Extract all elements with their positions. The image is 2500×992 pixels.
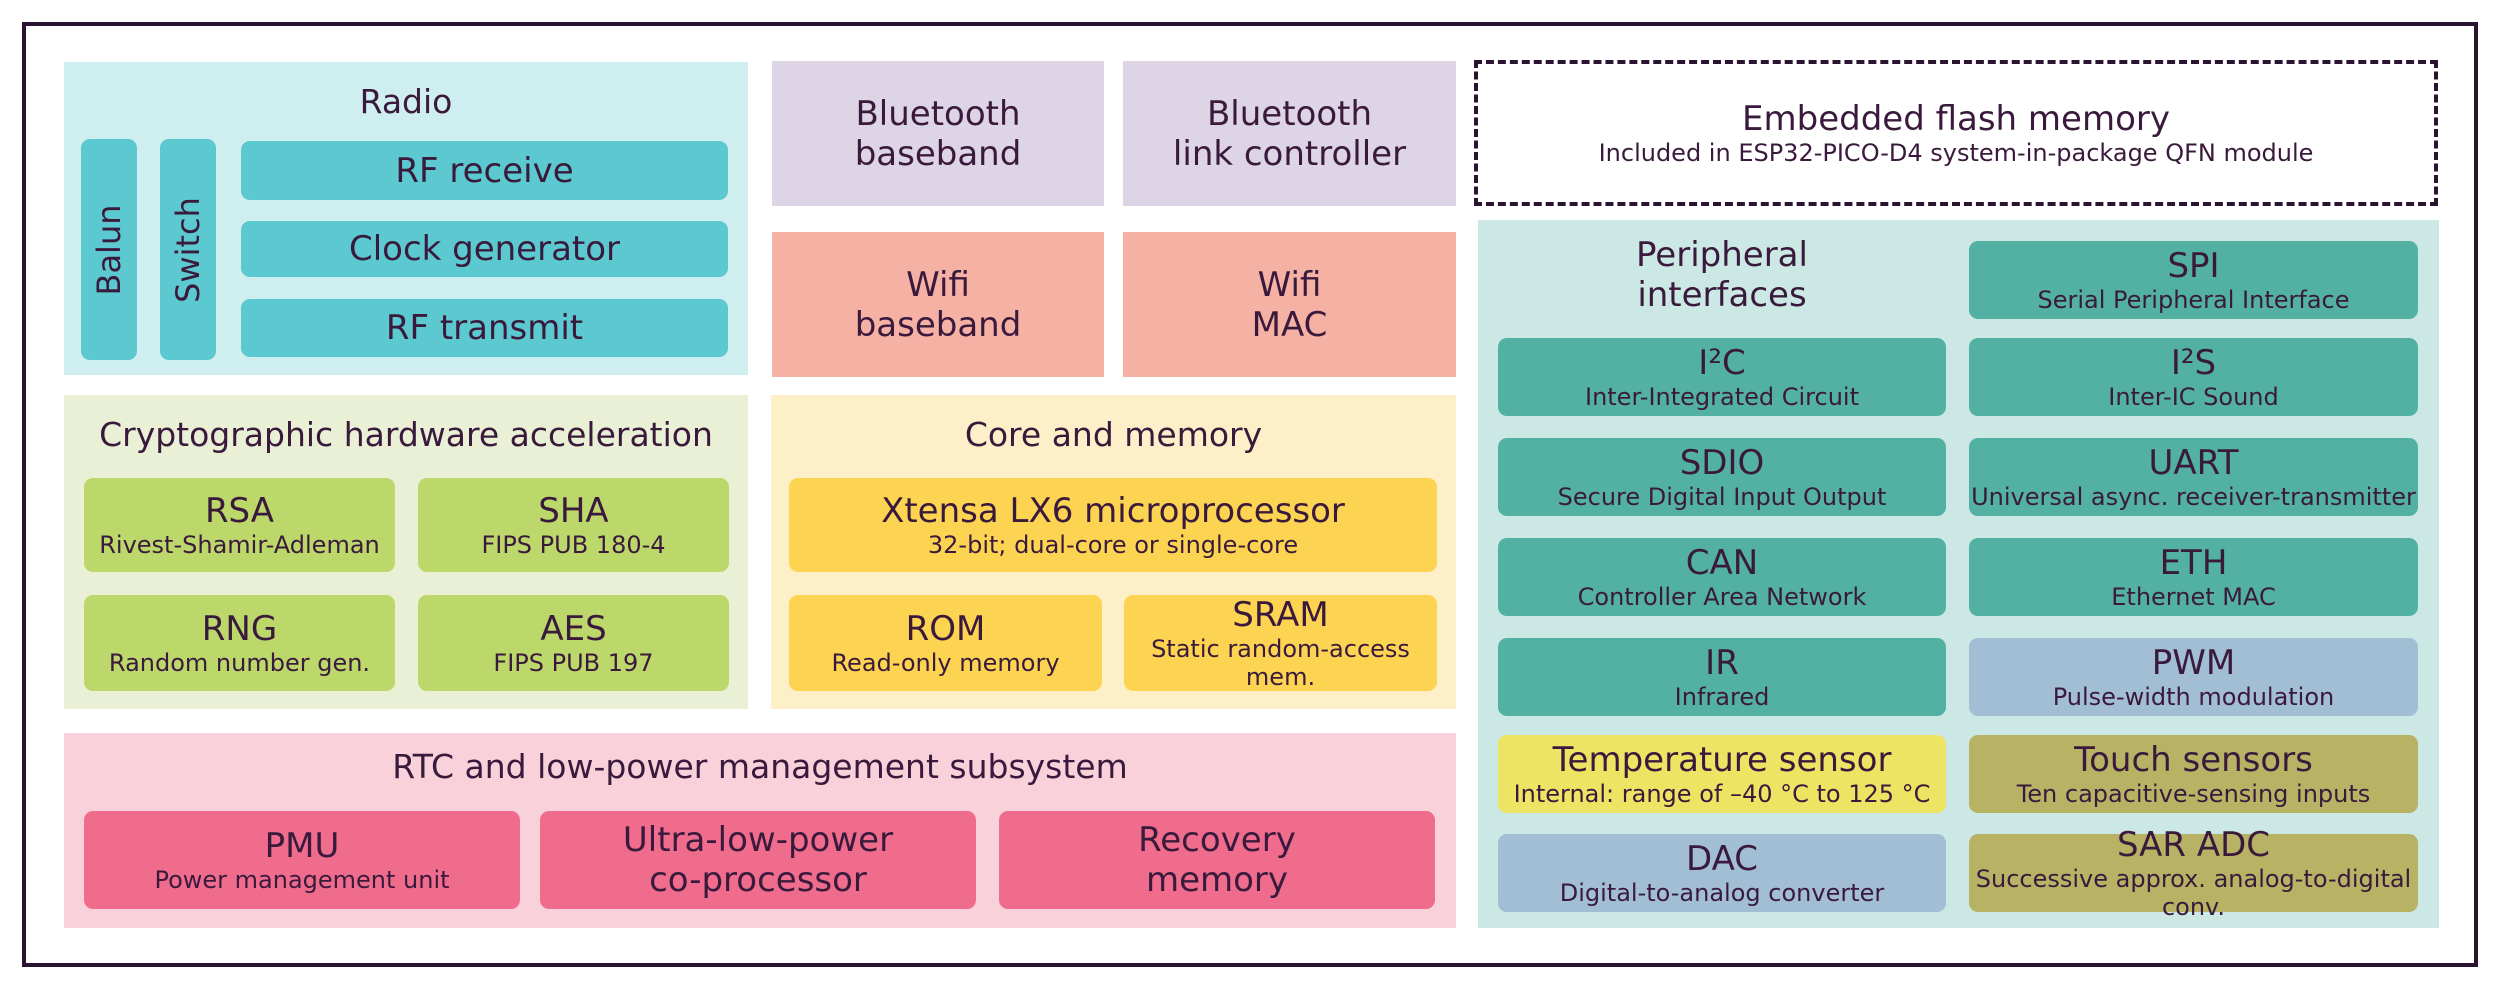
rom-block: ROM Read-only memory — [789, 595, 1102, 691]
can-block: CAN Controller Area Network — [1498, 538, 1946, 616]
spi-block: SPI Serial Peripheral Interface — [1969, 241, 2418, 319]
rf-transmit-block: RF transmit — [241, 299, 728, 357]
bluetooth-link-controller-block: Bluetooth link controller — [1123, 61, 1456, 206]
rng-block: RNG Random number gen. — [84, 595, 395, 691]
bluetooth-baseband-block: Bluetooth baseband — [772, 61, 1104, 206]
peripherals-title: Peripheral interfaces — [1636, 235, 1808, 315]
radio-panel: Radio Balun Switch RF receive Clock gene… — [64, 62, 748, 375]
sar-adc-block: SAR ADC Successive approx. analog-to-dig… — [1969, 825, 2418, 921]
core-panel: Core and memory Xtensa LX6 microprocesso… — [771, 395, 1456, 709]
rsa-block: RSA Rivest-Shamir-Adleman — [84, 478, 395, 572]
diagram-frame — [22, 22, 2478, 967]
temperature-sensor-block: Temperature sensor Internal: range of –4… — [1498, 735, 1946, 813]
rf-receive-block: RF receive — [241, 141, 728, 200]
eth-block: ETH Ethernet MAC — [1969, 538, 2418, 616]
ulp-coprocessor-block: Ultra-low-power co-processor — [540, 811, 976, 909]
sha-block: SHA FIPS PUB 180-4 — [418, 478, 729, 572]
uart-block: UART Universal async. receiver-transmitt… — [1969, 438, 2418, 516]
wifi-mac-block: Wifi MAC — [1123, 232, 1456, 377]
pwm-block: PWM Pulse-width modulation — [1969, 638, 2418, 716]
radio-title: Radio — [359, 82, 453, 121]
xtensa-cpu-block: Xtensa LX6 microprocessor 32-bit; dual-c… — [789, 478, 1437, 572]
balun-block: Balun — [81, 139, 137, 360]
touch-sensors-block: Touch sensors Ten capacitive-sensing inp… — [1969, 735, 2418, 813]
crypto-panel: Cryptographic hardware acceleration RSA … — [64, 395, 748, 709]
peripherals-panel: Peripheral interfaces SPI Serial Periphe… — [1478, 220, 2439, 928]
ir-block: IR Infrared — [1498, 638, 1946, 716]
wifi-baseband-block: Wifi baseband — [772, 232, 1104, 377]
core-title: Core and memory — [964, 415, 1263, 454]
aes-block: AES FIPS PUB 197 — [418, 595, 729, 691]
pmu-block: PMU Power management unit — [84, 811, 520, 909]
clock-generator-block: Clock generator — [241, 221, 728, 277]
dac-block: DAC Digital-to-analog converter — [1498, 834, 1946, 912]
i2s-block: I²S Inter-IC Sound — [1969, 338, 2418, 416]
recovery-memory-block: Recovery memory — [999, 811, 1435, 909]
i2c-block: I²C Inter-Integrated Circuit — [1498, 338, 1946, 416]
switch-block: Switch — [160, 139, 216, 360]
sram-block: SRAM Static random-access mem. — [1124, 595, 1437, 691]
sdio-block: SDIO Secure Digital Input Output — [1498, 438, 1946, 516]
rtc-title: RTC and low-power management subsystem — [392, 747, 1128, 786]
crypto-title: Cryptographic hardware acceleration — [99, 415, 713, 454]
rtc-panel: RTC and low-power management subsystem P… — [64, 733, 1456, 928]
embedded-flash-block: Embedded flash memory Included in ESP32-… — [1474, 60, 2438, 206]
